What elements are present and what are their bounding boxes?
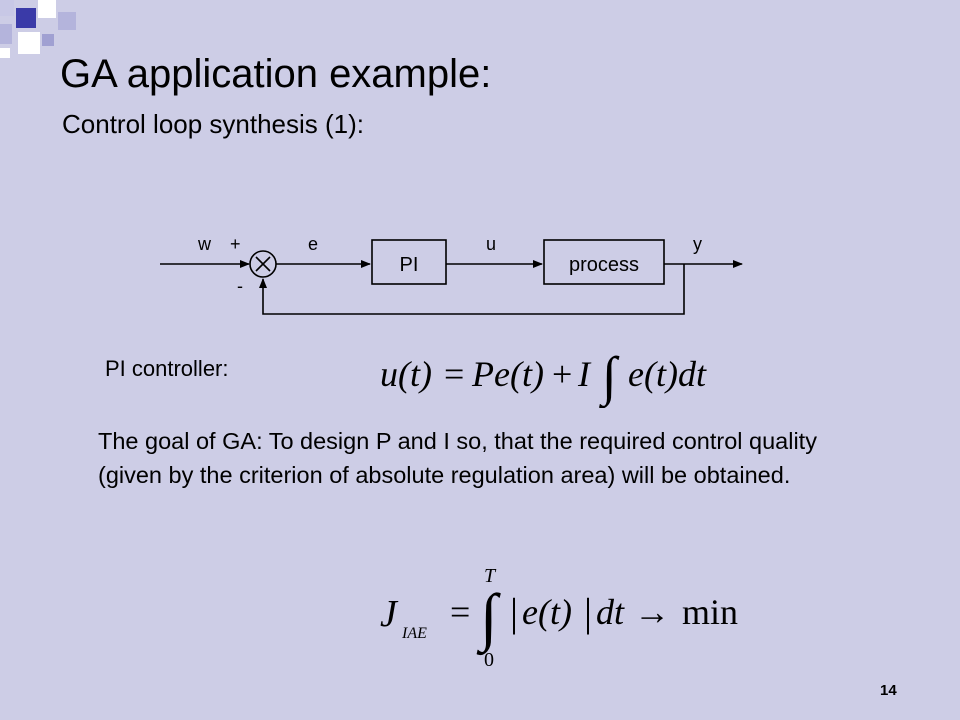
- pi-block: [371, 239, 447, 285]
- deco-square: [0, 0, 14, 16]
- formula-term-i: I: [577, 354, 592, 394]
- criterion-eq: =: [450, 592, 470, 632]
- label-e: e: [308, 234, 318, 254]
- junction-cross: [255, 256, 271, 272]
- arrow-icon: →: [634, 592, 670, 632]
- abs-bar-right: |: [584, 590, 592, 635]
- deco-square: [0, 48, 10, 58]
- label-plus: +: [230, 234, 241, 254]
- feedback-line: [259, 264, 685, 315]
- deco-square: [42, 34, 54, 46]
- abs-bar-left: |: [510, 590, 518, 635]
- process-block-label: process: [569, 254, 639, 276]
- deco-square: [0, 24, 12, 44]
- formula-eq: =: [444, 354, 464, 394]
- iae-criterion-formula: J IAE = ∫ T 0 | e(t) | dt → min: [380, 565, 738, 671]
- label-w: w: [197, 234, 212, 254]
- control-loop-diagram: w + - e u y PI process: [160, 234, 743, 315]
- page-number: 14: [880, 682, 897, 699]
- criterion-upper-limit: T: [484, 565, 497, 587]
- criterion-lower-limit: 0: [484, 649, 494, 671]
- slide-title: GA application example:: [60, 52, 492, 96]
- pi-controller-formula: u(t) = Pe(t) + I ∫ e(t)dt: [380, 346, 707, 408]
- criterion-integrand: e(t): [522, 592, 572, 632]
- integral-sign: ∫: [599, 346, 620, 408]
- deco-square: [38, 0, 56, 18]
- criterion-min: min: [682, 592, 738, 632]
- process-block: [543, 239, 665, 285]
- formula-lhs: u(t): [380, 354, 432, 394]
- pi-block-label: PI: [400, 254, 419, 276]
- label-u: u: [486, 234, 496, 254]
- formula-integrand: e(t)dt: [628, 354, 707, 394]
- pi-controller-label: PI controller:: [105, 356, 229, 381]
- label-y: y: [693, 234, 702, 254]
- deco-square: [16, 8, 36, 28]
- deco-square: [58, 12, 76, 30]
- formula-term-p: Pe(t): [471, 354, 544, 394]
- goal-text: The goal of GA: To design P and I so, th…: [98, 428, 817, 488]
- criterion-dt: dt: [596, 592, 625, 632]
- label-minus: -: [237, 276, 243, 296]
- formula-plus: +: [552, 354, 572, 394]
- criterion-subscript: IAE: [401, 625, 427, 642]
- criterion-integral: ∫: [476, 581, 501, 656]
- criterion-j: J: [380, 593, 399, 635]
- slide-subtitle: Control loop synthesis (1):: [62, 109, 365, 139]
- deco-square: [18, 32, 40, 54]
